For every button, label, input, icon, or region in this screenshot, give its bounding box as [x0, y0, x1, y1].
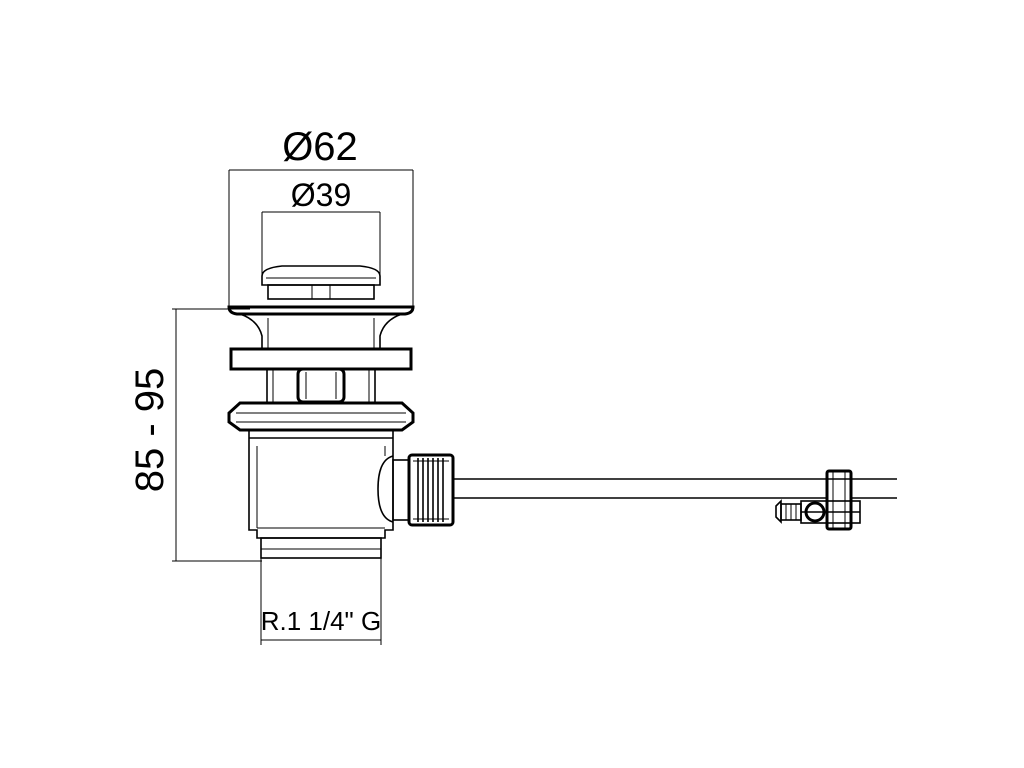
height-label: 85 - 95 [128, 368, 172, 493]
lower-flange [227, 401, 415, 439]
threaded-tail [260, 537, 382, 559]
popup-cap [261, 265, 381, 300]
dimension-thread: R.1 1/4" G [260, 558, 382, 645]
dimension-height: 85 - 95 [128, 308, 262, 562]
neck [266, 367, 376, 404]
locking-nut [229, 347, 413, 371]
dimension-inner-diameter: Ø39 [261, 177, 381, 284]
top-flange [227, 305, 415, 348]
outer-diameter-label: Ø62 [282, 125, 358, 169]
outlet-connector [392, 453, 455, 527]
rod-clamp [775, 469, 861, 531]
drain-body [227, 265, 415, 559]
dimension-outer-diameter: Ø62 [228, 125, 414, 306]
inner-diameter-label: Ø39 [291, 177, 351, 213]
drain-housing [248, 438, 394, 539]
thread-label: R.1 1/4" G [261, 606, 382, 636]
operating-rod [453, 478, 897, 499]
